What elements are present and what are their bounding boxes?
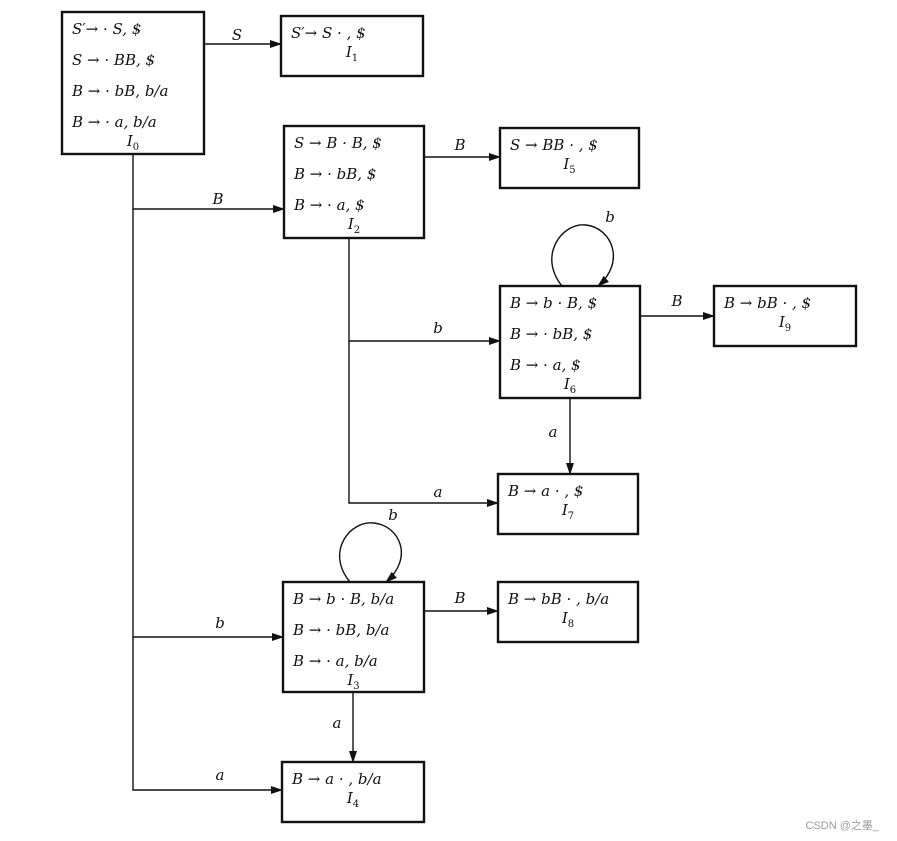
lr-item: B → · bB, b/a (292, 621, 389, 639)
transition-label: S (232, 26, 242, 44)
transition-label: B (670, 292, 682, 310)
state-box (279, 14, 425, 78)
transition-label: B (211, 190, 223, 208)
state-box (282, 124, 426, 240)
state-label-letter: I (561, 609, 569, 627)
state-label-index: 4 (353, 799, 359, 810)
transition-i0-i2 (132, 154, 285, 213)
transition-label: a (216, 766, 225, 784)
self-loop-i3 (338, 522, 403, 583)
lr-item: B → b · B, $ (509, 294, 597, 312)
state-i5: S → BB · , $I5 (498, 126, 641, 190)
state-label-index: 9 (785, 323, 791, 334)
state-label-letter: I (347, 215, 355, 233)
transition-i0-i4 (132, 637, 283, 794)
state-label: I4 (346, 789, 359, 810)
state-i2: S → B · B, $ B → · bB, $ B → · a, $I2 (282, 124, 426, 240)
state-label-index: 0 (133, 142, 139, 153)
state-i6: B → b · B, $ B → · bB, $ B → · a, $I6 (498, 284, 642, 400)
lr-item: B → · a, $ (509, 356, 581, 374)
transition-label: b (215, 614, 225, 632)
state-label: I3 (346, 671, 359, 692)
state-box (496, 472, 640, 536)
state-label-letter: I (126, 132, 134, 150)
state-box (498, 126, 641, 190)
state-label: I1 (345, 43, 358, 64)
transition-label: a (333, 714, 342, 732)
transition-i2-i6 (348, 238, 501, 345)
state-i7: B → a · , $I7 (496, 472, 640, 536)
lr-item: B → · a, b/a (292, 652, 378, 670)
state-label: I5 (562, 155, 575, 176)
transition-label: b (433, 319, 443, 337)
watermark: CSDN @之墨_ (805, 820, 879, 832)
lr-item: S → BB · , $ (510, 136, 598, 154)
state-label: I7 (561, 501, 574, 522)
lr-item: S → B · B, $ (294, 134, 382, 152)
lr-item: B → a · , $ (507, 482, 583, 500)
lr-item: B → · a, $ (293, 196, 365, 214)
lr-item: S′→ · S, $ (72, 20, 141, 38)
lr-item: B → b · B, b/a (292, 590, 394, 608)
transition-i0-i3 (132, 209, 284, 641)
state-label-index: 8 (568, 619, 574, 630)
state-box (498, 284, 642, 400)
self-loop-i6 (551, 224, 615, 287)
state-label: I0 (126, 132, 139, 153)
transition-label: b (388, 506, 398, 524)
state-label-index: 7 (568, 511, 574, 522)
transition-label: B (453, 136, 465, 154)
state-i0: S′→ · S, $ S → · BB, $ B → · bB, b/a B → · … (60, 10, 206, 156)
state-box (712, 284, 858, 348)
lr-item: B → bB · , $ (723, 294, 811, 312)
lr-item: B → bB · , b/a (507, 590, 609, 608)
lr-item: B → · bB, $ (509, 325, 592, 343)
lr-item: S → · BB, $ (72, 51, 155, 69)
transition-i2-i7 (348, 341, 499, 507)
transition-label: a (434, 483, 443, 501)
state-label-index: 2 (354, 225, 360, 236)
transition-label: a (549, 423, 558, 441)
state-label-index: 5 (569, 165, 575, 176)
lr-item: B → · bB, $ (293, 165, 376, 183)
state-label-letter: I (563, 375, 571, 393)
state-label: I6 (563, 375, 576, 396)
state-i8: B → bB · , b/aI8 (496, 580, 640, 644)
state-i1: S′→ S · , $I1 (279, 14, 425, 78)
lr-item: S′→ S · , $ (291, 24, 366, 42)
state-label: I2 (347, 215, 360, 236)
lr-item: B → a · , b/a (291, 770, 382, 788)
state-label-letter: I (562, 155, 570, 173)
state-i3: B → b · B, b/a B → · bB, b/a B → · a, b/aI… (281, 580, 426, 694)
state-box (281, 580, 426, 694)
state-label-letter: I (346, 671, 354, 689)
state-label-letter: I (345, 43, 353, 61)
state-box (496, 580, 640, 644)
state-label-letter: I (346, 789, 354, 807)
state-label-index: 1 (352, 53, 358, 64)
transition-label: B (453, 589, 465, 607)
state-label: I8 (561, 609, 574, 630)
state-label-letter: I (778, 313, 786, 331)
lr-item: B → · bB, b/a (71, 82, 168, 100)
state-label-letter: I (561, 501, 569, 519)
state-label-index: 6 (570, 385, 576, 396)
transition-label: b (605, 208, 615, 226)
lr-item: B → · a, b/a (71, 113, 157, 131)
state-box (280, 760, 426, 824)
state-i9: B → bB · , $I9 (712, 284, 858, 348)
state-label: I9 (778, 313, 791, 334)
state-label-index: 3 (353, 681, 359, 692)
state-box (60, 10, 206, 156)
state-i4: B → a · , b/aI4 (280, 760, 426, 824)
